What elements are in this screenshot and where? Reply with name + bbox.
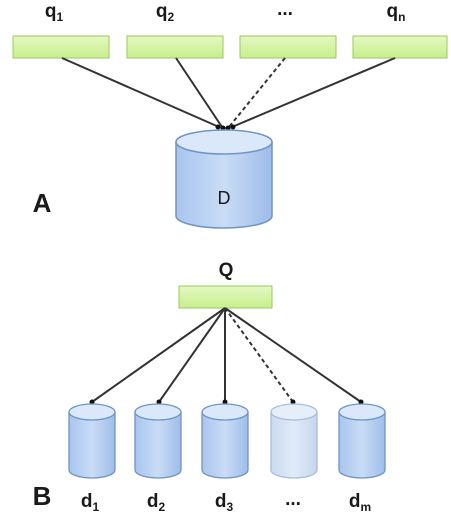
database-label-3: d3 bbox=[215, 491, 234, 514]
query-label-2: q2 bbox=[156, 1, 175, 24]
arrowhead-dot bbox=[358, 399, 364, 405]
database-d: D bbox=[175, 129, 273, 229]
database-faded bbox=[270, 403, 318, 479]
database-label-ellipsis: ... bbox=[285, 489, 301, 510]
query-box-n bbox=[352, 35, 448, 59]
database-d2 bbox=[134, 403, 182, 479]
arrowhead-dot bbox=[290, 399, 296, 405]
connector-q-d1 bbox=[91, 307, 226, 403]
database-label-m: dm bbox=[349, 491, 371, 514]
arrowhead-dot bbox=[225, 125, 231, 131]
arrowhead-dot bbox=[220, 125, 226, 131]
connector-q1-d bbox=[61, 57, 220, 128]
arrowhead-dot bbox=[215, 124, 221, 130]
database-d3 bbox=[201, 403, 249, 479]
query-label-1: q1 bbox=[45, 1, 64, 24]
panel-a-label: A bbox=[33, 188, 52, 218]
database-label-2: d2 bbox=[147, 491, 166, 514]
arrowhead-dot bbox=[156, 399, 162, 405]
query-box-q bbox=[178, 285, 273, 309]
query-label-n: qn bbox=[387, 1, 406, 24]
query-box-3 bbox=[239, 35, 337, 59]
query-box-2 bbox=[126, 35, 224, 59]
panel-b-label: B bbox=[33, 481, 52, 511]
arrowhead-dot bbox=[230, 124, 236, 130]
database-dm bbox=[338, 403, 386, 479]
panel-b: Q bbox=[33, 260, 386, 514]
database-d-label: D bbox=[218, 188, 231, 208]
connector-qn-d bbox=[231, 57, 396, 128]
connector-q-dm bbox=[224, 307, 362, 403]
query-q-label: Q bbox=[219, 260, 234, 281]
arrowhead-dot bbox=[89, 399, 95, 405]
query-label-ellipsis: ... bbox=[277, 0, 293, 20]
connector-q-d-ellipsis bbox=[224, 307, 294, 403]
database-d1 bbox=[68, 403, 116, 479]
connector-q3-d bbox=[228, 57, 286, 128]
panel-a: q1 q2 ... qn D A bbox=[12, 0, 448, 229]
connector-q-d2 bbox=[158, 307, 226, 403]
database-label-1: d1 bbox=[81, 491, 100, 514]
connector-q2-d bbox=[175, 57, 223, 128]
arrowhead-dot bbox=[222, 399, 228, 405]
query-box-1 bbox=[12, 35, 110, 59]
